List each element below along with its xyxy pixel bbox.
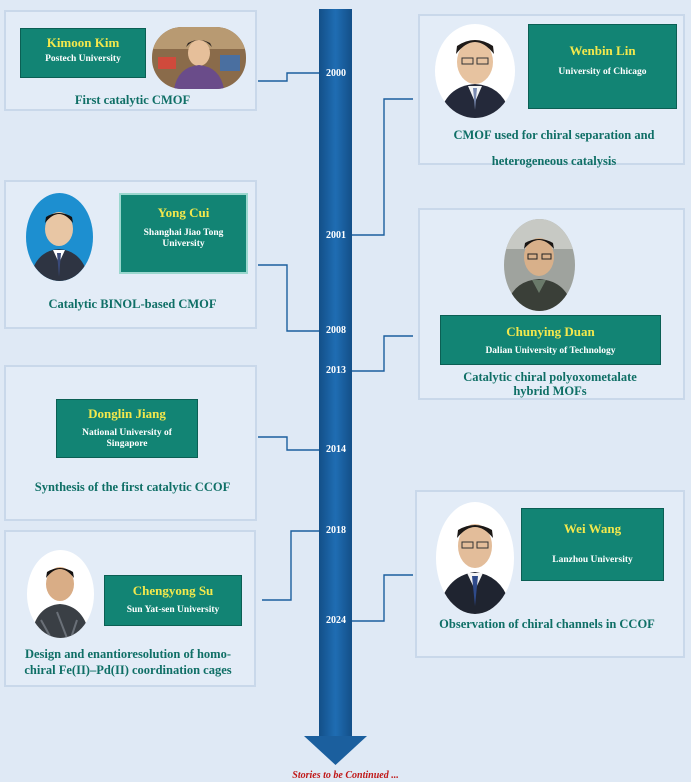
portrait-photo: [27, 550, 94, 638]
achievement-text: First catalytic CMOF: [74, 93, 191, 107]
person-affiliation: National University of Singapore: [82, 428, 172, 449]
portrait-photo: [436, 502, 514, 614]
person-affiliation: University of Chicago: [558, 67, 647, 77]
card-wenbin-lin: Wenbin Lin University of Chicago CMOF us…: [418, 14, 685, 168]
person-name: Yong Cui: [157, 205, 210, 220]
achievement-text: Observation of chiral channels in CCOF: [439, 617, 655, 631]
achievement-text: Catalytic chiral polyoxometalate hybrid …: [463, 370, 637, 398]
timeline-arrowhead: [304, 736, 367, 765]
year-label-2018: 2018: [326, 525, 346, 536]
achievement-text: Catalytic BINOL-based CMOF: [48, 297, 217, 311]
name-box: Wenbin Lin University of Chicago: [528, 24, 677, 109]
achievement-text: CMOF used for chiral separation and hete…: [453, 128, 655, 168]
year-label-2014: 2014: [326, 444, 346, 455]
card-chengyong-su: Chengyong Su Sun Yat-sen University Desi…: [4, 530, 256, 687]
person-affiliation: Lanzhou University: [552, 555, 633, 565]
person-affiliation: Dalian University of Technology: [485, 346, 616, 356]
card-yong-cui: Yong Cui Shanghai Jiao Tong University C…: [4, 180, 257, 329]
person-affiliation: Sun Yat-sen University: [126, 605, 220, 615]
year-label-2001: 2001: [326, 230, 346, 241]
connector-2018: [262, 530, 319, 601]
connector-2024: [352, 574, 413, 622]
achievement-text: Design and enantioresolution of homo-chi…: [24, 647, 232, 677]
footer-text: Stories to be Continued ...: [292, 770, 399, 781]
name-box: Kimoon Kim Postech University: [20, 28, 146, 78]
connector-2014: [258, 436, 319, 451]
person-name: Chunying Duan: [506, 324, 595, 339]
connector-2000: [258, 72, 319, 82]
name-box: Wei Wang Lanzhou University: [521, 508, 664, 581]
year-label-2013: 2013: [326, 365, 346, 376]
portrait-photo: [435, 24, 515, 118]
person-name: Wei Wang: [563, 521, 622, 536]
achievement-text: Synthesis of the first catalytic CCOF: [34, 480, 231, 494]
year-label-2024: 2024: [326, 615, 346, 626]
year-label-2000: 2000: [326, 68, 346, 79]
card-kimoon-kim: Kimoon Kim Postech University First cata…: [4, 10, 257, 111]
name-box: Donglin Jiang National University of Sin…: [56, 399, 198, 458]
name-box: Yong Cui Shanghai Jiao Tong University: [119, 193, 248, 274]
person-name: Wenbin Lin: [569, 43, 636, 58]
person-name: Kimoon Kim: [46, 35, 120, 50]
card-wei-wang: Wei Wang Lanzhou University Observation …: [415, 490, 685, 658]
name-box: Chengyong Su Sun Yat-sen University: [104, 575, 242, 626]
portrait-photo: [152, 27, 246, 89]
person-name: Donglin Jiang: [88, 406, 166, 421]
timeline-shaft: [319, 9, 352, 736]
connector-2001: [352, 98, 413, 236]
card-donglin-jiang: Donglin Jiang National University of Sin…: [4, 365, 257, 521]
person-name: Chengyong Su: [132, 583, 214, 598]
year-label-2008: 2008: [326, 325, 346, 336]
card-chunying-duan: Chunying Duan Dalian University of Techn…: [418, 208, 685, 400]
connector-2008: [258, 264, 319, 332]
name-box: Chunying Duan Dalian University of Techn…: [440, 315, 661, 365]
person-affiliation: Shanghai Jiao Tong University: [143, 228, 224, 249]
portrait-photo: [504, 219, 575, 311]
connector-2013: [352, 335, 413, 372]
portrait-photo: [26, 193, 93, 281]
person-affiliation: Postech University: [45, 54, 121, 64]
